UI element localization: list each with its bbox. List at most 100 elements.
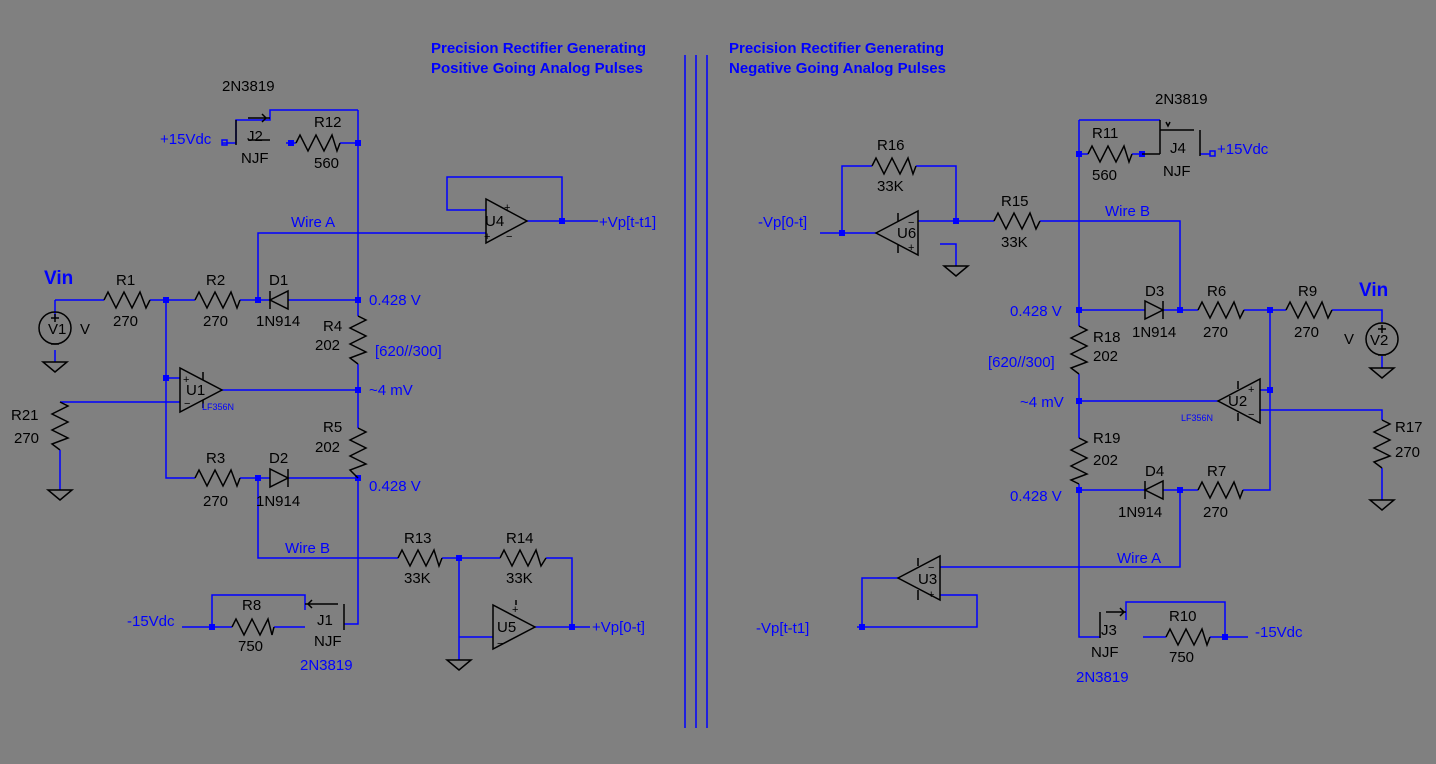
left-node-bot-voltage: 0.428 V [369, 478, 421, 495]
opamp-u6: − + [874, 209, 919, 257]
r14-label: R14 [506, 530, 534, 547]
r13-label: R13 [404, 530, 432, 547]
u2-label: U2 [1228, 393, 1247, 410]
right-wires [820, 119, 1383, 638]
ground-u6 [941, 265, 971, 277]
svg-text:−: − [506, 231, 512, 243]
r17-value: 270 [1395, 444, 1420, 461]
right-circuit: − + + − − + [756, 91, 1423, 686]
r8-value: 750 [238, 638, 263, 655]
svg-text:−: − [928, 562, 934, 574]
resistor-r17 [1372, 419, 1392, 469]
r4-value: 202 [315, 337, 340, 354]
opamp-u3: − + [896, 554, 941, 602]
resistor-r1 [103, 290, 151, 310]
jfet-j2 [235, 113, 270, 145]
ground-r21 [45, 489, 75, 501]
v1-label: V1 [48, 321, 66, 338]
svg-text:+: + [928, 589, 934, 601]
left-circuit: + − + + − + − [11, 78, 656, 674]
r17-label: R17 [1395, 419, 1423, 436]
j4-label: J4 [1170, 140, 1186, 157]
j3-type: NJF [1091, 644, 1119, 661]
r8-label: R8 [242, 597, 261, 614]
d3-value: 1N914 [1132, 324, 1176, 341]
v2-value: V [1344, 331, 1354, 348]
r2-label: R2 [206, 272, 225, 289]
resistor-r5 [348, 427, 368, 479]
r3-label: R3 [206, 450, 225, 467]
j3-label: J3 [1101, 622, 1117, 639]
ground-u5 [444, 659, 474, 671]
left-output-2: +Vp[0-t] [592, 619, 645, 636]
j2-part: 2N3819 [222, 78, 275, 95]
left-wire-b-label: Wire B [285, 540, 330, 557]
right-supply-pos: +15Vdc [1217, 141, 1269, 158]
svg-text:−: − [184, 398, 190, 410]
svg-text:+: + [504, 202, 510, 214]
right-input-1: -Vp[0-t] [758, 214, 807, 231]
resistor-r7 [1197, 480, 1244, 501]
resistor-r11 [1087, 144, 1133, 165]
r6-value: 270 [1203, 324, 1228, 341]
right-supply-neg: -15Vdc [1255, 624, 1303, 641]
resistor-r3 [194, 468, 241, 489]
r12-value: 560 [314, 155, 339, 172]
r1-label: R1 [116, 272, 135, 289]
j3-part: 2N3819 [1076, 669, 1129, 686]
voltage-source-v2 [1365, 322, 1399, 356]
v2-label: V2 [1370, 332, 1388, 349]
r7-label: R7 [1207, 463, 1226, 480]
resistor-r2 [194, 290, 241, 311]
right-input-2: -Vp[t-t1] [756, 620, 809, 637]
r18-note: [620//300] [988, 354, 1055, 371]
left-node-top-voltage: 0.428 V [369, 292, 421, 309]
opamp-u4: + + − [484, 197, 529, 245]
r4-note: [620//300] [375, 343, 442, 360]
u2-model: LF356N [1181, 413, 1213, 423]
right-node-bot-voltage: 0.428 V [1010, 488, 1062, 505]
r11-value: 560 [1092, 167, 1117, 184]
u4-label: U4 [485, 213, 504, 230]
j2-type: NJF [241, 150, 269, 167]
right-wire-b-label: Wire B [1105, 203, 1150, 220]
r15-value: 33K [1001, 234, 1028, 251]
right-wire-a-label: Wire A [1117, 550, 1161, 567]
r21-label: R21 [11, 407, 39, 424]
r4-label: R4 [323, 318, 342, 335]
voltage-source-v1 [38, 311, 72, 345]
d3-label: D3 [1145, 283, 1164, 300]
r19-value: 202 [1093, 452, 1118, 469]
ground-v1 [40, 361, 70, 373]
left-supply-pos-terminal [221, 139, 228, 146]
jfet-j3 [1099, 607, 1126, 638]
resistor-r9 [1285, 300, 1333, 320]
d2-label: D2 [269, 450, 288, 467]
r10-label: R10 [1169, 608, 1197, 625]
r3-value: 270 [203, 493, 228, 510]
opamp-u1: + − [179, 367, 223, 413]
r18-value: 202 [1093, 348, 1118, 365]
opamp-u5: + − [492, 600, 537, 651]
left-vin-label: Vin [44, 268, 73, 289]
right-title-line-1: Precision Rectifier Generating [729, 40, 944, 57]
r6-label: R6 [1207, 283, 1226, 300]
r18-label: R18 [1093, 329, 1121, 346]
diode-d1 [268, 289, 289, 311]
svg-text:−: − [1248, 409, 1254, 421]
d4-label: D4 [1145, 463, 1164, 480]
u3-label: U3 [918, 571, 937, 588]
right-title-line-2: Negative Going Analog Pulses [729, 60, 946, 77]
u6-label: U6 [897, 225, 916, 242]
diode-d4 [1143, 479, 1164, 501]
right-junctions [839, 151, 1273, 640]
right-vin-label: Vin [1359, 280, 1388, 301]
j1-part: 2N3819 [300, 657, 353, 674]
d1-label: D1 [269, 272, 288, 289]
resistor-r8 [231, 616, 275, 637]
r9-value: 270 [1294, 324, 1319, 341]
resistor-r14 [499, 548, 547, 568]
ground-v2 [1367, 367, 1397, 379]
right-node-mid-voltage: ~4 mV [1020, 394, 1064, 411]
r21-value: 270 [14, 430, 39, 447]
